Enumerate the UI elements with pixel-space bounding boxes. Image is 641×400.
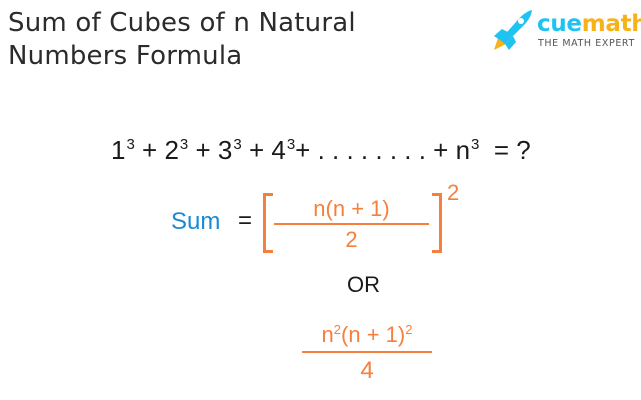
formula1-numerator: n(n + 1) (313, 196, 390, 221)
formula1-fraction-bar (274, 223, 429, 225)
term-exponent: 3 (126, 136, 135, 153)
logo-cue: cue (537, 11, 582, 37)
formula1-denominator: 2 (345, 227, 358, 252)
left-bracket (263, 193, 273, 253)
term-base: n (455, 135, 471, 165)
equals-sign: = (238, 207, 253, 234)
formula1-power: 2 (447, 180, 460, 205)
right-bracket (432, 193, 442, 253)
term-base: 4 (271, 135, 286, 165)
logo-math: math (581, 11, 641, 37)
num-n-plus-1: (n + 1) (341, 322, 406, 347)
term-separator: + . . . . . . . . + (295, 135, 456, 165)
num-n: n (321, 322, 334, 347)
term-separator: + (134, 135, 165, 165)
term-separator: = ? (479, 135, 531, 165)
term-base: 2 (164, 135, 179, 165)
term-exponent: 3 (233, 136, 242, 153)
formula2-fraction-bar (302, 351, 432, 353)
sum-of-cubes-expression: 13 + 23 + 33 + 43+ . . . . . . . . + n3 … (111, 135, 531, 166)
term-exponent: 3 (286, 136, 296, 153)
num-n-plus-1-exponent: 2 (405, 322, 413, 337)
cuemath-logo-text: cuemath (537, 11, 641, 37)
term-exponent: 3 (471, 136, 480, 153)
term-base: 1 (111, 135, 126, 165)
formula2-numerator: n2(n + 1)2 (302, 322, 432, 348)
num-n-exponent: 2 (333, 322, 342, 337)
page-title-line-1: Sum of Cubes of n Natural (8, 8, 356, 38)
term-base: 3 (217, 135, 233, 165)
term-separator: + (188, 135, 218, 165)
term-exponent: 3 (179, 136, 189, 153)
formula2-denominator: 4 (360, 357, 374, 384)
logo-tagline: THE MATH EXPERT (538, 38, 635, 49)
sum-label: Sum (171, 208, 221, 235)
term-separator: + (241, 135, 272, 165)
rocket-icon (494, 10, 532, 50)
page-title-line-2: Numbers Formula (8, 41, 243, 71)
or-text: OR (347, 272, 380, 297)
